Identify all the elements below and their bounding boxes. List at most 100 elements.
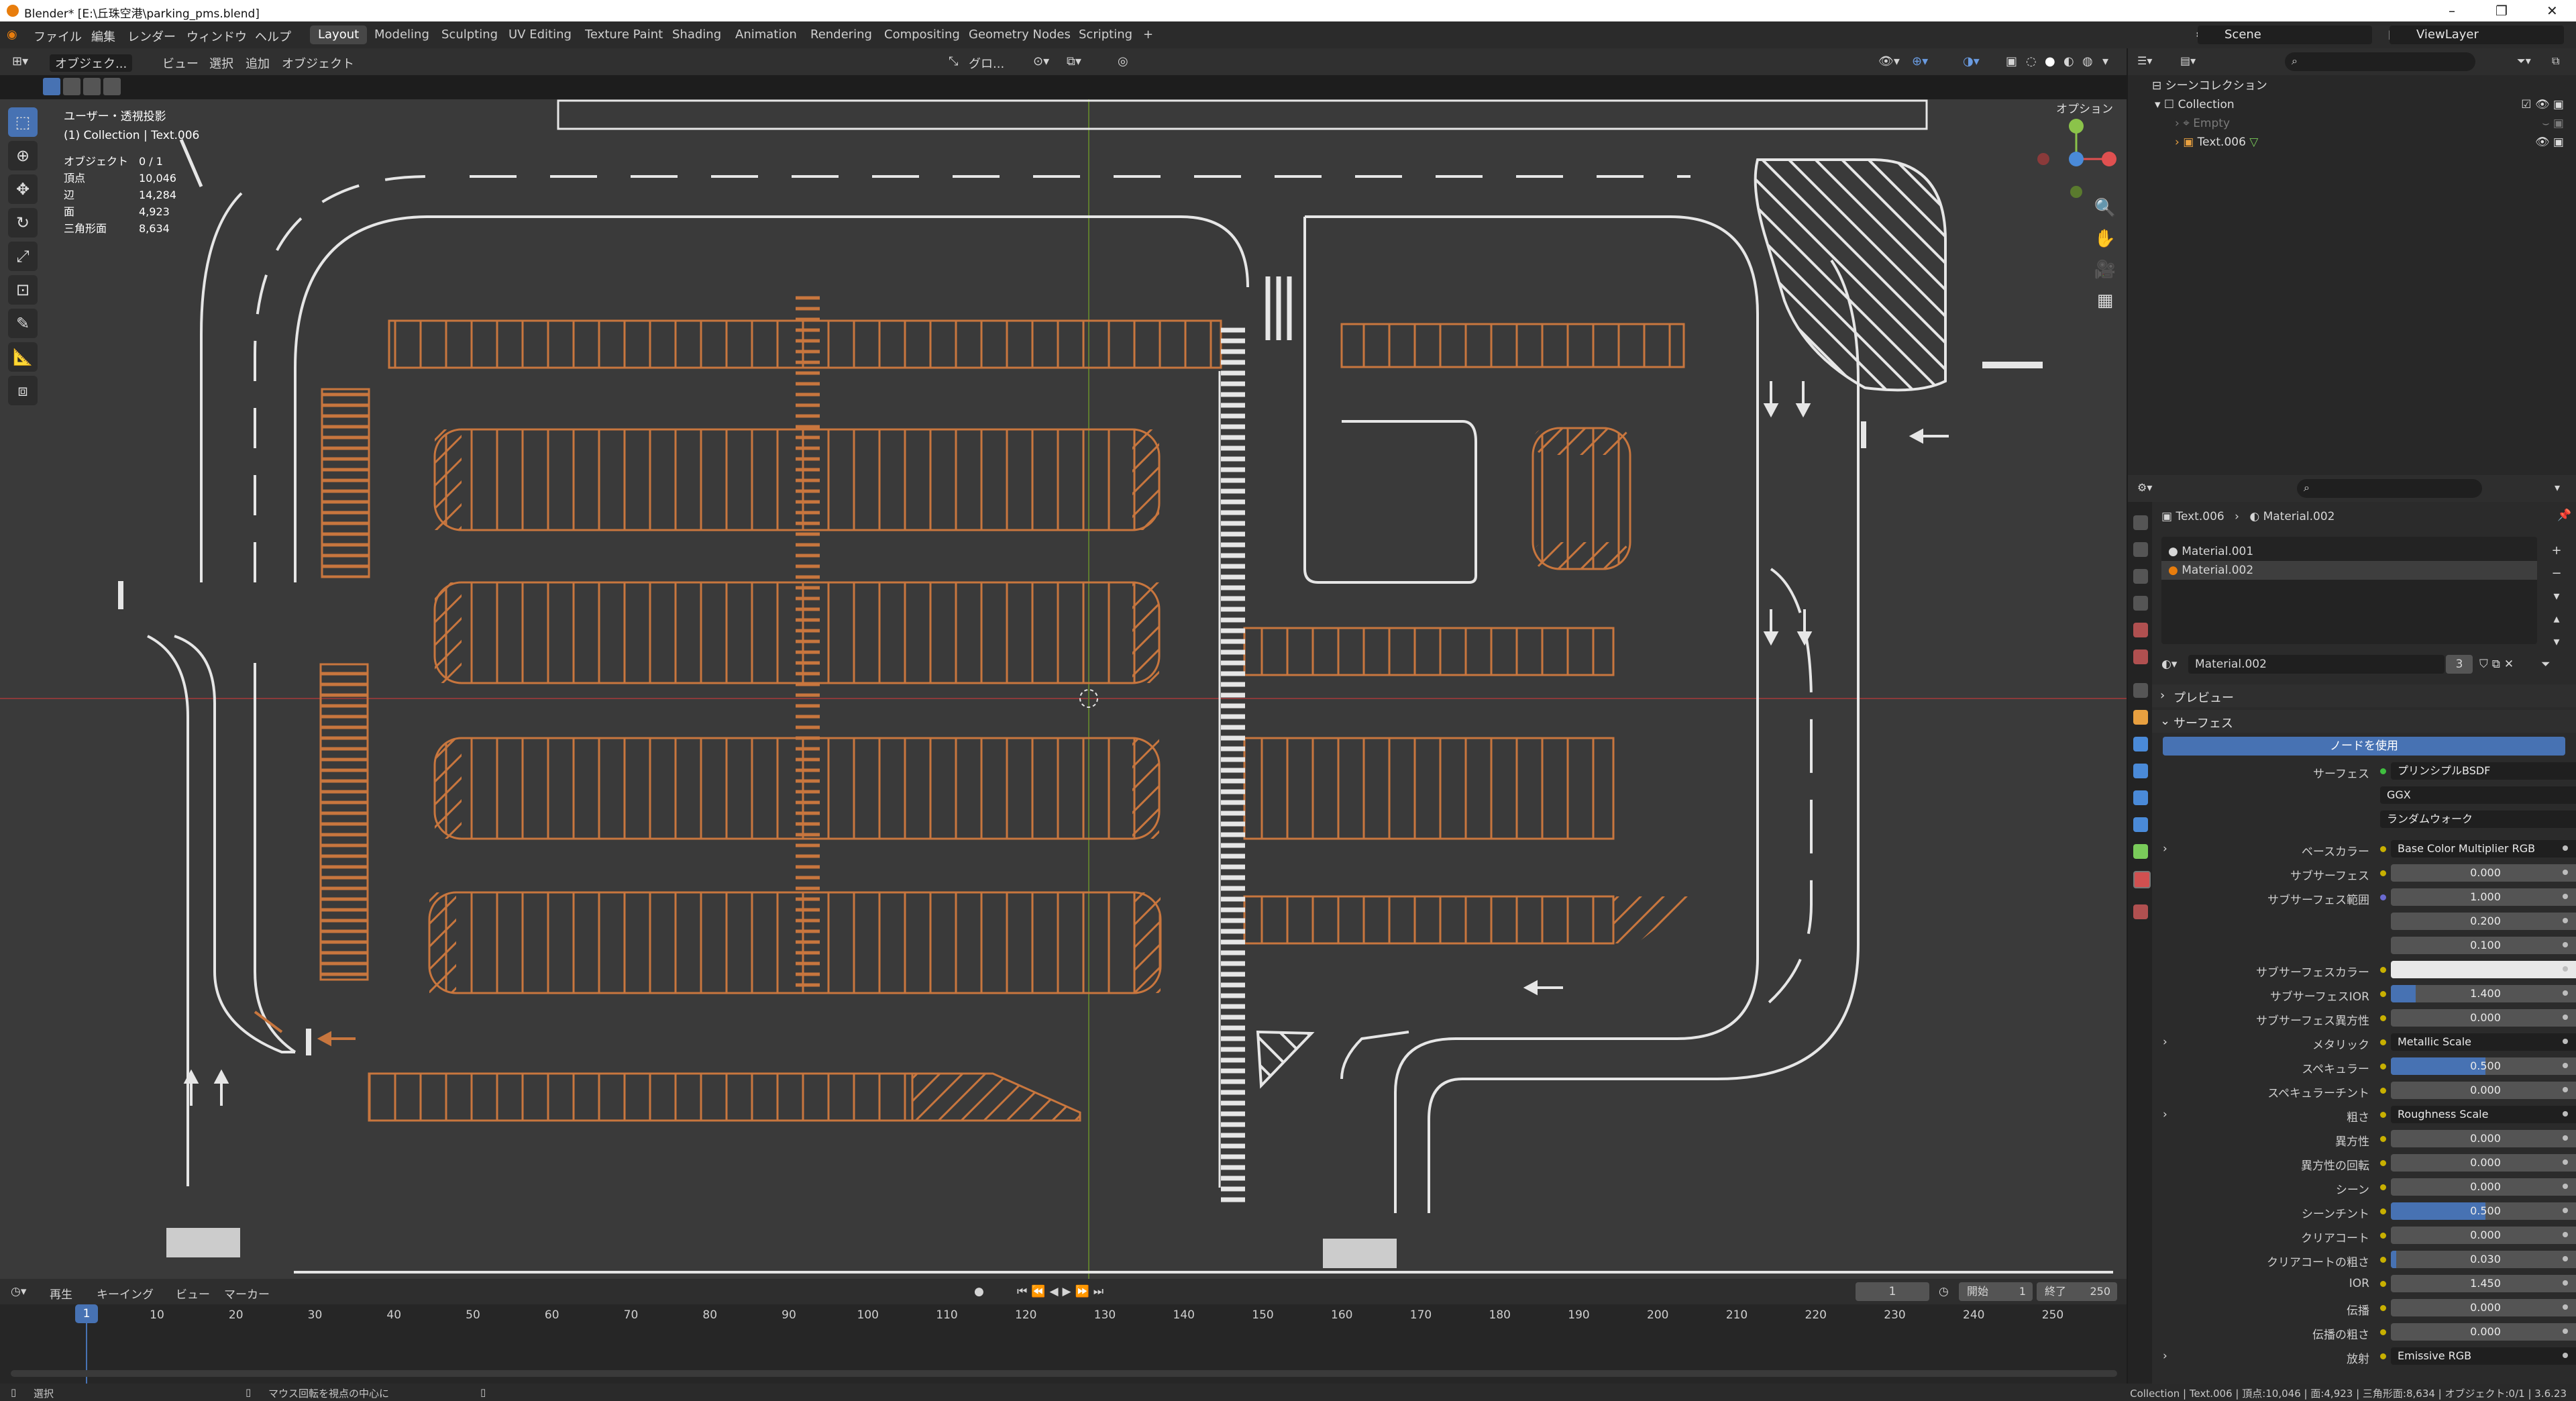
shading-material-icon[interactable]: ◐ [2063, 54, 2074, 68]
expand-icon[interactable]: › [2163, 1108, 2167, 1121]
socket-icon[interactable] [2380, 1208, 2386, 1214]
outliner-item-text006[interactable]: › ▣ Text.006 ▽ 👁 ▣ [2175, 133, 2571, 152]
properties-editor-type-icon[interactable]: ⚙▾ [2137, 481, 2153, 494]
playhead[interactable]: 1 [75, 1304, 98, 1323]
socket-icon[interactable] [2380, 1353, 2386, 1359]
value-slider[interactable]: 0.000 [2391, 1009, 2576, 1027]
timeline-scrollbar[interactable] [11, 1370, 2117, 1377]
xray-icon[interactable]: ▣ [2006, 54, 2018, 68]
menu-file[interactable]: ファイル [34, 30, 82, 44]
material-filter-icon[interactable]: ⏷ [2541, 658, 2551, 671]
material-tab-icon[interactable] [2133, 871, 2151, 888]
outliner[interactable]: ⊟ シーンコレクション ▾ ☐ Collection ☑ 👁 ▣ › ⌖ Emp… [2128, 75, 2576, 505]
keyframe-dot-icon[interactable] [2563, 870, 2568, 875]
select-box-icon[interactable]: ⬚ [8, 107, 38, 137]
perspective-grid-icon[interactable]: ▦ [2096, 291, 2114, 311]
socket-icon[interactable] [2380, 991, 2386, 997]
playback-controls[interactable]: ⏮⏪◀▶⏩⏭ [1017, 1285, 1108, 1298]
frame-ruler[interactable]: 1102030405060708090100110120130140150160… [0, 1304, 2127, 1327]
socket-icon[interactable] [2380, 1329, 2386, 1335]
gizmo-toggle-icon[interactable]: ⊕▾ [1912, 54, 1929, 68]
surface-section-header[interactable]: ⌄ サーフェス [2152, 710, 2576, 733]
keyframe-dot-icon[interactable] [2563, 966, 2568, 972]
use-nodes-button[interactable]: ノードを使用 [2163, 737, 2565, 756]
view-layer-tab-icon[interactable] [2133, 596, 2148, 611]
value-slider[interactable]: 0.000 [2391, 1299, 2576, 1316]
socket-icon[interactable] [2380, 1063, 2386, 1070]
subsurface-method-dropdown[interactable]: ランダムウォーク [2380, 811, 2576, 828]
maximize-icon[interactable]: ❐ [2496, 3, 2508, 19]
value-slider[interactable]: 0.000 [2391, 1323, 2576, 1341]
keyframe-dot-icon[interactable] [2563, 1135, 2568, 1141]
socket-icon[interactable] [2380, 1088, 2386, 1094]
collection-tab-icon[interactable] [2133, 683, 2148, 698]
keyframe-dot-icon[interactable] [2563, 1159, 2568, 1165]
move-icon[interactable]: ✥ [8, 174, 38, 204]
timeline-editor-type-icon[interactable]: ◷▾ [11, 1285, 27, 1298]
keyframe-dot-icon[interactable] [2563, 1039, 2568, 1044]
outliner-item-empty[interactable]: › ⌖ Empty ⌣ ▣ [2175, 114, 2571, 133]
tab-sculpting[interactable]: Sculpting [441, 28, 498, 42]
current-frame-field[interactable]: 1 [1856, 1282, 1929, 1301]
zoom-icon[interactable]: 🔍 [2094, 198, 2116, 218]
pan-hand-icon[interactable]: ✋ [2094, 229, 2116, 249]
preview-section-header[interactable]: › プレビュー [2152, 684, 2576, 707]
transform-orientation-icon[interactable]: ⤡ [949, 54, 959, 68]
scene-collection-row[interactable]: ⊟ シーンコレクション [2152, 79, 2267, 93]
menu-object[interactable]: オブジェクト [282, 57, 354, 71]
socket-icon[interactable] [2380, 1233, 2386, 1239]
menu-marker[interactable]: マーカー [224, 1288, 270, 1302]
socket-icon[interactable] [2380, 1015, 2386, 1021]
material-slot-item-active[interactable]: ● Material.002 [2161, 561, 2537, 580]
shading-options-icon[interactable]: ▾ [2102, 54, 2109, 68]
transform-orientation-selector[interactable]: グロ... [969, 57, 1005, 71]
output-tab-icon[interactable] [2133, 569, 2148, 584]
socket-icon[interactable] [2380, 1305, 2386, 1311]
physics-tab-icon[interactable] [2133, 790, 2148, 805]
value-slider[interactable]: 0.000 [2391, 1082, 2576, 1099]
keyframe-dot-icon[interactable] [2563, 1111, 2568, 1117]
value-slider[interactable]: 0.500 [2391, 1202, 2576, 1220]
transform-icon[interactable]: ⊡ [8, 275, 38, 305]
material-slot-item[interactable]: ● Material.001 [2168, 545, 2254, 558]
minimize-icon[interactable]: – [2449, 3, 2455, 19]
shading-rendered-icon[interactable]: ◍ [2082, 54, 2093, 68]
menu-timeline-view[interactable]: ビュー [176, 1288, 210, 1302]
mode-selector[interactable]: オブジェク... [50, 54, 133, 72]
socket-icon[interactable] [2380, 1112, 2386, 1118]
scale-icon[interactable]: ⤢ [8, 242, 38, 271]
record-icon[interactable]: ● [974, 1285, 984, 1298]
shading-solid-icon[interactable]: ● [2045, 54, 2055, 68]
keyframe-dot-icon[interactable] [2563, 894, 2568, 899]
select-mode-intersect-icon[interactable] [103, 78, 121, 95]
menu-help[interactable]: ヘルプ [255, 30, 291, 44]
keyframe-dot-icon[interactable] [2563, 1208, 2568, 1213]
display-mode-icon[interactable]: ▤▾ [2180, 54, 2196, 67]
socket-icon[interactable] [2380, 1136, 2386, 1142]
view-layer-selector[interactable]: ViewLayer [2390, 25, 2564, 44]
menu-window[interactable]: ウィンドウ [186, 30, 247, 44]
scene-tab-icon[interactable] [2133, 623, 2148, 637]
keyframe-dot-icon[interactable] [2563, 1184, 2568, 1189]
keyframe-dot-icon[interactable] [2563, 1256, 2568, 1261]
material-datablock[interactable]: ◐▾ Material.002 3 ⛉⧉✕ ⏷ [2161, 655, 2564, 675]
menu-edit[interactable]: 編集 [91, 30, 115, 44]
tab-texture-paint[interactable]: Texture Paint [585, 28, 663, 42]
add-cube-icon[interactable]: ⧈ [8, 376, 38, 405]
tab-compositing[interactable]: Compositing [884, 28, 960, 42]
socket-icon[interactable] [2380, 1257, 2386, 1263]
keyframe-dot-icon[interactable] [2563, 942, 2568, 947]
tab-modeling[interactable]: Modeling [374, 28, 429, 42]
value-slider[interactable]: 0.200 [2391, 913, 2576, 930]
text-visibility-icons[interactable]: 👁 ▣ [2534, 136, 2564, 149]
expand-icon[interactable]: › [2163, 1035, 2167, 1049]
particles-tab-icon[interactable] [2133, 764, 2148, 778]
linked-input-field[interactable]: Roughness Scale [2391, 1106, 2576, 1123]
menu-view[interactable]: ビュー [162, 57, 199, 71]
measure-icon[interactable]: 📐 [8, 342, 38, 372]
keyframe-dot-icon[interactable] [2563, 1232, 2568, 1237]
add-workspace-button[interactable]: + [1143, 28, 1154, 42]
tab-rendering[interactable]: Rendering [810, 28, 872, 42]
